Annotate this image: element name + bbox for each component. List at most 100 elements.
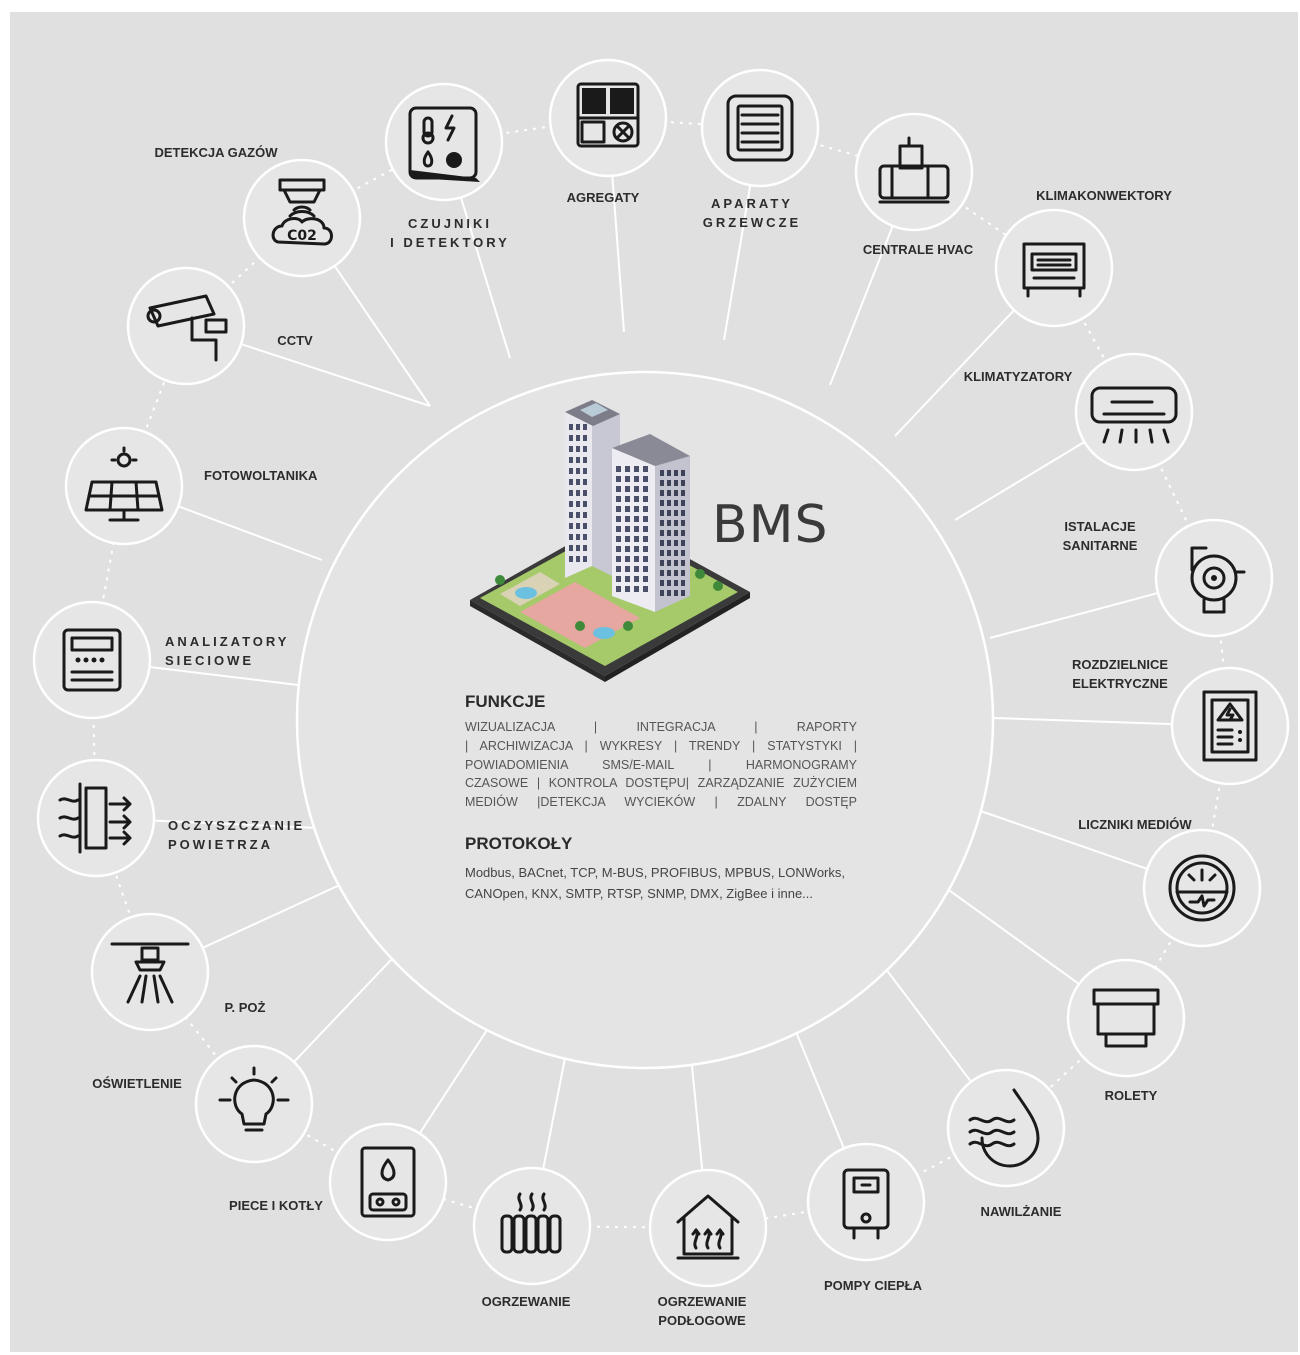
node-czujniki-i-detektory — [384, 82, 504, 202]
protocols-list: Modbus, BACnet, TCP, M-BUS, PROFIBUS, MP… — [465, 862, 865, 904]
window — [569, 435, 573, 441]
window — [660, 530, 664, 536]
window — [583, 523, 587, 529]
window — [667, 570, 671, 576]
label-line: OCZYSZCZANIE — [168, 818, 306, 833]
window — [643, 536, 648, 542]
window — [681, 500, 685, 506]
label-ogrzewanie: OGRZEWANIE — [482, 1292, 571, 1311]
node-aparaty-grzewcze — [700, 68, 820, 188]
window — [569, 556, 573, 562]
window — [674, 550, 678, 556]
window — [576, 424, 580, 430]
node-p-poz — [90, 912, 210, 1032]
window — [634, 486, 639, 492]
fan-coil-icon — [1022, 242, 1086, 298]
label-klimakonwektory: KLIMAKONWEKTORY — [1036, 186, 1172, 205]
window — [569, 468, 573, 474]
bms-title: BMS — [712, 495, 829, 555]
node-rolety — [1066, 958, 1186, 1078]
window — [616, 586, 621, 592]
window — [634, 546, 639, 552]
window — [660, 540, 664, 546]
window — [576, 479, 580, 485]
label-p-poz: P. POŻ — [225, 998, 266, 1017]
heater-grille-icon — [726, 94, 794, 162]
label-line: P. POŻ — [224, 1000, 266, 1015]
window — [583, 501, 587, 507]
label-line: NAWILŻANIE — [980, 1204, 1062, 1219]
label-detekcja-gazow: DETEKCJA GAZÓW — [154, 143, 277, 162]
window — [660, 520, 664, 526]
node-klimakonwektory — [994, 208, 1114, 328]
label-line: I DETEKTORY — [390, 235, 510, 250]
window — [681, 560, 685, 566]
node-istalacje-sanitarne — [1154, 518, 1274, 638]
window — [674, 510, 678, 516]
node-circle — [1142, 828, 1262, 948]
label-line: GRZEWCZE — [702, 215, 802, 230]
window — [667, 530, 671, 536]
network-analyzer-icon — [62, 628, 122, 692]
node-circle — [64, 426, 184, 546]
window — [625, 486, 630, 492]
protocols-line: Modbus, BACnet, TCP, M-BUS, PROFIBUS, MP… — [465, 865, 845, 880]
window — [576, 523, 580, 529]
window — [660, 470, 664, 476]
window — [616, 466, 621, 472]
window — [616, 526, 621, 532]
label-line: CENTRALE HVAC — [862, 242, 974, 257]
window — [569, 479, 573, 485]
window — [674, 490, 678, 496]
pump-icon — [1190, 546, 1246, 614]
window — [667, 480, 671, 486]
solar-panel-icon — [84, 446, 164, 522]
building-illustration-icon — [470, 400, 750, 682]
hvac-unit-icon — [878, 136, 950, 204]
heat-pump-icon — [842, 1168, 890, 1240]
window — [616, 476, 621, 482]
label-line: AGREGATY — [566, 190, 640, 205]
window — [643, 576, 648, 582]
dotted-connector — [1213, 577, 1231, 727]
node-nawilzanie — [946, 1068, 1066, 1188]
window — [634, 466, 639, 472]
window — [576, 512, 580, 518]
node-piece-i-kotly — [328, 1122, 448, 1242]
node-circle — [472, 1166, 592, 1286]
node-detekcja-gazow: C02 — [242, 158, 362, 278]
window — [681, 490, 685, 496]
window — [569, 457, 573, 463]
window — [576, 556, 580, 562]
window — [616, 536, 621, 542]
window — [674, 480, 678, 486]
roller-blind-icon — [1092, 988, 1160, 1048]
label-line: ANALIZATORY — [165, 634, 290, 649]
node-liczniki-mediow — [1142, 828, 1262, 948]
label-fotowoltanika: FOTOWOLTANIKA — [204, 466, 317, 485]
window — [660, 510, 664, 516]
window — [569, 523, 573, 529]
node-klimatyzatory — [1074, 352, 1194, 472]
light-bulb-icon — [218, 1066, 290, 1132]
label-line: FOTOWOLTANIKA — [204, 468, 318, 483]
cctv-camera-icon — [146, 294, 228, 362]
window — [681, 510, 685, 516]
window — [674, 570, 678, 576]
window — [643, 496, 648, 502]
window — [634, 536, 639, 542]
window — [576, 435, 580, 441]
label-nawilzanie: NAWILŻANIE — [981, 1202, 1062, 1221]
window — [634, 586, 639, 592]
window — [625, 496, 630, 502]
window — [674, 580, 678, 586]
window — [625, 466, 630, 472]
node-circle — [700, 68, 820, 188]
functions-line: CZASOWE | KONTROLA DOSTĘPU| ZARZĄDZANIE … — [465, 776, 857, 791]
functions-line: WIZUALIZACJA | INTEGRACJA | RAPORTY — [465, 720, 857, 734]
window — [681, 550, 685, 556]
window — [625, 476, 630, 482]
window — [681, 570, 685, 576]
label-line: APARATY — [711, 196, 793, 211]
